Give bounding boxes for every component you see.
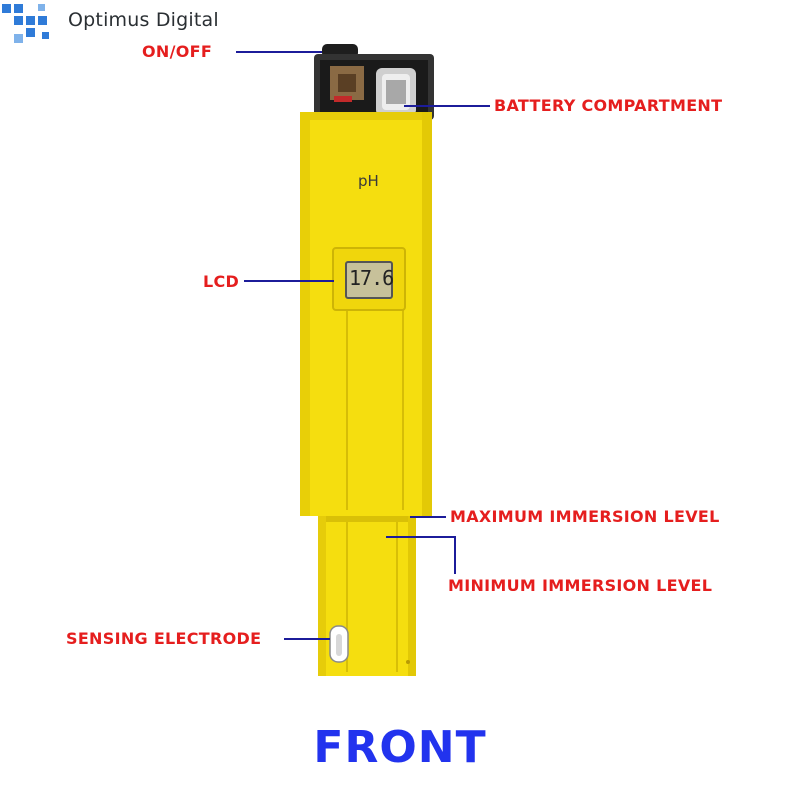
meter-body bbox=[300, 112, 432, 516]
callout-line-on-off bbox=[236, 51, 322, 53]
callout-on-off: ON/OFF bbox=[142, 42, 213, 61]
callout-lcd: LCD bbox=[203, 272, 240, 291]
callout-line-min-immersion-h bbox=[386, 536, 456, 538]
callout-max-immersion: MAXIMUM IMMERSION LEVEL bbox=[450, 507, 720, 526]
device-label: pH bbox=[358, 172, 379, 190]
callout-battery: BATTERY COMPARTMENT bbox=[494, 96, 723, 115]
callout-line-max-immersion bbox=[410, 516, 446, 518]
lcd-screen bbox=[345, 261, 393, 299]
brand-name: Optimus Digital bbox=[68, 9, 219, 31]
callout-min-immersion: MINIMUM IMMERSION LEVEL bbox=[448, 576, 713, 595]
callout-sensing: SENSING ELECTRODE bbox=[66, 629, 262, 648]
callout-line-min-immersion-v bbox=[454, 536, 456, 574]
callout-line-sensing bbox=[284, 638, 330, 640]
callout-line-battery bbox=[404, 105, 490, 107]
lcd-reading: 17.6 bbox=[349, 266, 394, 290]
logo-icon bbox=[2, 4, 49, 43]
callout-line-lcd bbox=[244, 280, 334, 282]
caption-front: FRONT bbox=[313, 722, 487, 773]
